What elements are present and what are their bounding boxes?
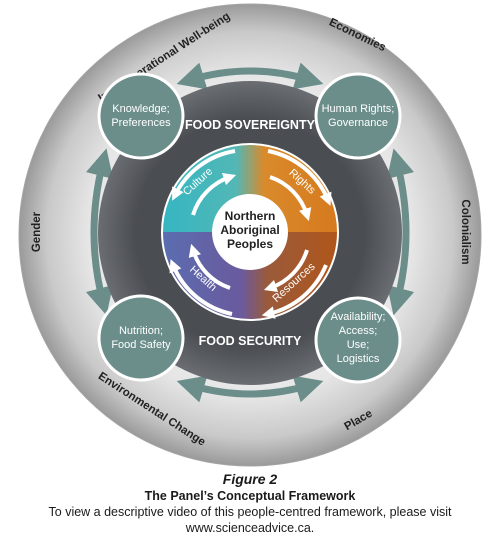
- circular-arrow-top: [191, 172, 237, 216]
- outer-label-gender: Gender: [31, 211, 43, 252]
- node-availability-access-use-logistics: Availability; Access; Use; Logistics: [314, 296, 402, 384]
- center-circle: [212, 194, 288, 270]
- outer-white-arrow-left: [169, 259, 233, 316]
- node-knowledge-line2: Preferences: [111, 117, 171, 129]
- node-nutrition-line1: Nutrition;: [119, 325, 163, 337]
- node-knowledge-preferences: Knowledge; Preferences: [97, 72, 185, 160]
- node-nutrition-line2: Food Safety: [111, 339, 171, 351]
- circular-arrow-top-right: [269, 175, 312, 222]
- arrow-bottom: [176, 375, 324, 403]
- outer-white-arrow-top: [172, 149, 236, 201]
- quadrant-culture-rights: [162, 144, 338, 232]
- outer-white-arrow-bottom: [261, 264, 328, 319]
- figure-caption: Figure 2 The Panel’s Conceptual Framewor…: [0, 470, 500, 536]
- arrow-top: [176, 62, 324, 90]
- center-text-line1: Northern: [225, 209, 276, 223]
- conceptual-framework-diagram: Intergenerational Well-being Economies C…: [18, 3, 482, 467]
- outer-label-colonialism: Colonialism: [459, 199, 471, 264]
- figure-note-line2: www.scienceadvice.ca.: [185, 521, 315, 535]
- node-availability-line1: Availability;: [331, 311, 386, 323]
- circular-arrow-bottom-right: [263, 249, 309, 293]
- circular-arrow-bottom-left: [188, 243, 231, 290]
- arrow-right: [386, 148, 415, 316]
- node-human-rights-governance: Human Rights; Governance: [314, 72, 402, 160]
- node-human-rights-line1: Human Rights;: [322, 103, 395, 115]
- figure-title: The Panel’s Conceptual Framework: [144, 489, 356, 503]
- food-security-label: FOOD SECURITY: [199, 334, 302, 348]
- node-nutrition-food-safety: Nutrition; Food Safety: [97, 294, 185, 382]
- node-availability-line2: Access;: [339, 325, 378, 337]
- arrow-left: [85, 148, 114, 316]
- node-knowledge-line1: Knowledge;: [112, 103, 170, 115]
- node-availability-line3: Use;: [347, 339, 370, 351]
- figure-label: Figure 2: [222, 471, 278, 487]
- center-text-line2: Aboriginal: [220, 223, 279, 237]
- figure-note-line1: To view a descriptive video of this peop…: [48, 505, 452, 519]
- food-sovereignty-label: FOOD SOVEREIGNTY: [185, 118, 316, 132]
- node-human-rights-line2: Governance: [328, 117, 388, 129]
- quadrant-health-resources: [162, 232, 338, 320]
- node-availability-line4: Logistics: [337, 353, 380, 365]
- outer-white-arrow-right: [267, 149, 332, 206]
- center-text-line3: Peoples: [227, 237, 273, 251]
